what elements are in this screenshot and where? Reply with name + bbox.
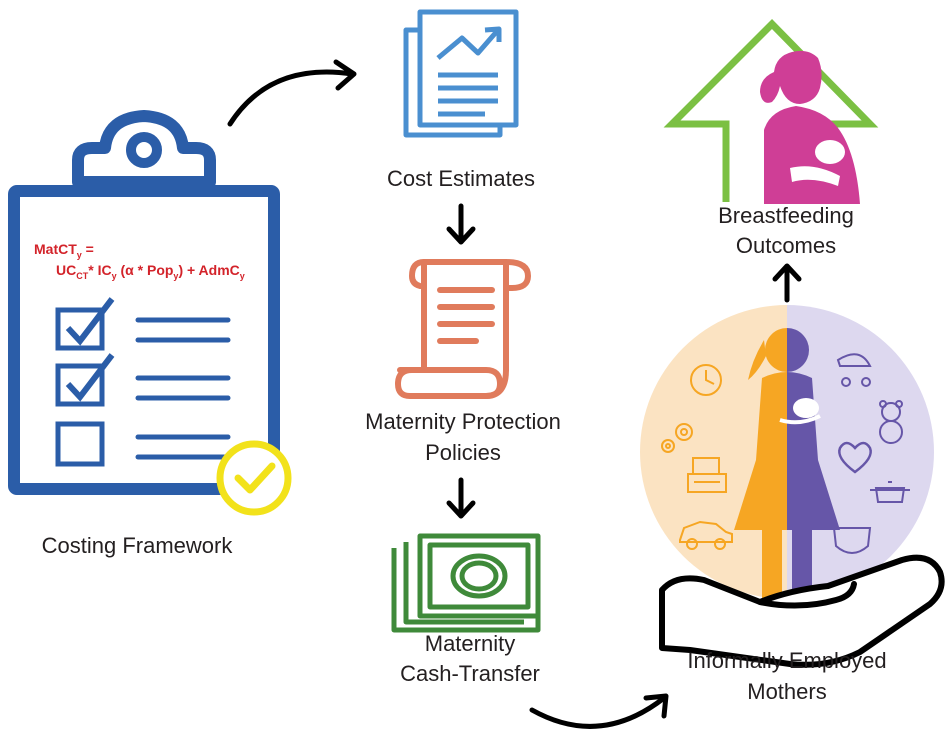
costing-framework-label: Costing Framework xyxy=(42,533,234,558)
house-arrow-icon xyxy=(663,19,879,202)
gear-icon xyxy=(661,423,693,453)
breastfeeding-mother-icon xyxy=(760,50,860,204)
check-badge-icon xyxy=(216,440,292,516)
maternity-protection-label-2: Policies xyxy=(425,440,501,465)
breastfeeding-label-2: Outcomes xyxy=(736,233,836,258)
formula-pop-sub: y xyxy=(173,271,178,281)
scroll-icon xyxy=(395,259,531,399)
document-chart-icon xyxy=(403,9,519,138)
svg-text:MatCTy =: MatCTy = xyxy=(34,241,94,260)
cash-register-icon xyxy=(687,457,727,493)
teddy-bear-icon xyxy=(879,400,903,444)
formula-ic-sub: y xyxy=(112,271,117,281)
pot-icon xyxy=(870,481,910,503)
informal-mothers-label-1: Informally Employed xyxy=(687,648,886,673)
informal-mothers-label-2: Mothers xyxy=(747,679,826,704)
formula-ic: * IC xyxy=(88,262,111,278)
clipboard-icon xyxy=(8,110,280,495)
mother-silhouette-icon xyxy=(734,328,840,598)
formula-adm-sub: y xyxy=(240,271,245,281)
svg-text:UCCT* ICy (α * Popy) + AdmCy: UCCT* ICy (α * Popy) + AdmCy xyxy=(56,262,245,281)
arrow-up xyxy=(772,263,802,303)
maternity-protection-label-1: Maternity Protection xyxy=(365,409,561,434)
arrow-down-2 xyxy=(446,477,476,519)
cash-transfer-label-2: Cash-Transfer xyxy=(400,661,540,686)
arrow-down-1 xyxy=(446,203,476,245)
formula-uc: UC xyxy=(56,262,76,278)
car-icon xyxy=(679,520,733,550)
formula-adm: ) + AdmC xyxy=(178,262,239,278)
cash-transfer-label-1: Maternity xyxy=(425,631,515,656)
formula-matct: MatCT xyxy=(34,241,77,257)
clock-icon xyxy=(690,364,722,396)
formula-matct-sub: y xyxy=(77,250,82,260)
hand-icon xyxy=(659,554,945,668)
curved-arrow-top xyxy=(227,59,357,127)
formula-uc-sub: CT xyxy=(76,271,88,281)
diaper-icon xyxy=(832,527,872,554)
breastfeeding-label-1: Breastfeeding xyxy=(718,203,854,228)
formula-eq: = xyxy=(82,241,94,257)
stroller-icon xyxy=(836,353,872,387)
cash-icon xyxy=(391,533,541,633)
curved-arrow-bottom xyxy=(529,693,669,729)
cost-formula: MatCTy = UCCT* ICy (α * Popy) + AdmCy xyxy=(34,241,245,281)
formula-alpha: (α * Pop xyxy=(117,262,174,278)
cost-estimates-label: Cost Estimates xyxy=(387,166,535,191)
heart-icon xyxy=(838,441,872,474)
